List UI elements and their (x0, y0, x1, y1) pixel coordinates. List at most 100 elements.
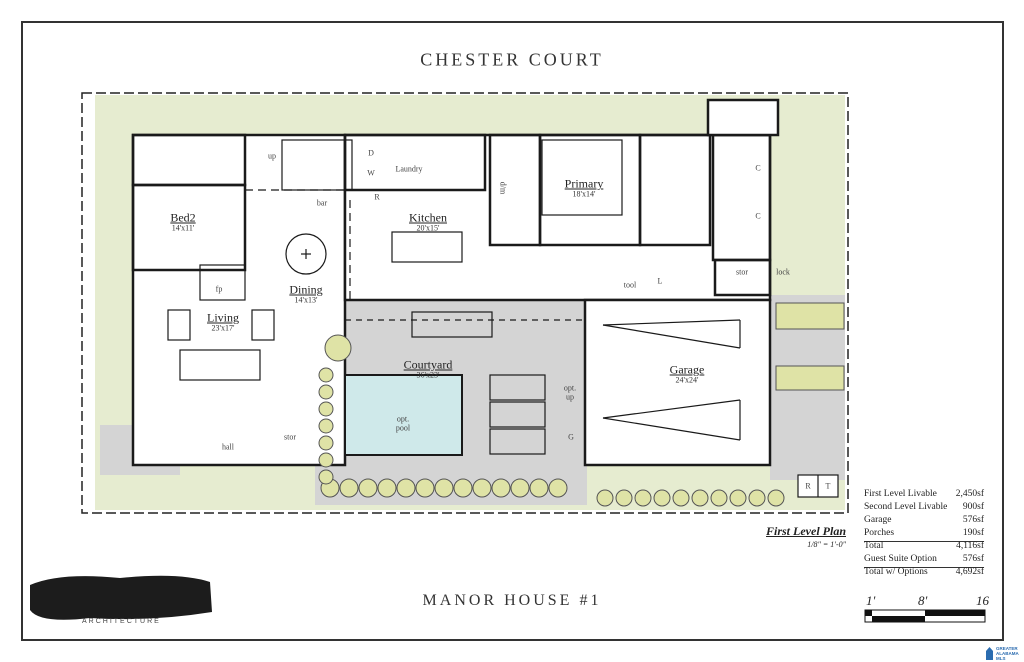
shrub (318, 435, 334, 451)
label-l: L (657, 276, 663, 286)
shrub (596, 489, 614, 507)
sheet-border (21, 21, 1004, 641)
room-label-courtyard: Courtyard (403, 357, 453, 372)
plan-subtitle: MANOR HOUSE #1 (422, 592, 602, 609)
mls-logo-text: GREATER ALABAMA MLS (996, 646, 1019, 661)
label-stair-up: up (268, 151, 276, 161)
area-label: Second Level Livable (864, 502, 948, 512)
shrub (396, 478, 416, 498)
shrub (377, 478, 397, 498)
label-storage-right: stor (736, 267, 748, 277)
shrub-row (318, 334, 785, 507)
label-g: G (568, 432, 574, 442)
shrub (529, 478, 549, 498)
area-row: Second Level Livable 900sf (864, 502, 984, 515)
room-label-primary: Primary (564, 176, 604, 191)
room-dim-primary: 18'x14' (572, 189, 596, 199)
scale-bar (864, 609, 986, 623)
room-dim-garage: 24'x24' (675, 375, 699, 385)
shrub (653, 489, 671, 507)
pool (344, 374, 463, 456)
label-washer: W (367, 168, 375, 178)
area-label: Garage (864, 515, 892, 525)
shrub (324, 334, 352, 362)
area-row: Porches 190sf (864, 528, 984, 542)
room-dim-bed2: 14'x11' (171, 223, 195, 233)
area-label: Porches (864, 528, 895, 538)
room-label-garage: Garage (669, 362, 705, 377)
shrub (691, 489, 709, 507)
mls-logo: GREATER ALABAMA MLS (985, 646, 1024, 661)
label-opt-up-1: opt. (563, 383, 577, 393)
shrub (672, 489, 690, 507)
scale-label-16: 16 (976, 593, 989, 608)
room-label-kitchen: Kitchen (409, 210, 447, 225)
shrub (491, 478, 511, 498)
firm-logo-text: ARCHITECTURE (82, 618, 161, 625)
label-pool-2: pool (395, 423, 411, 433)
shrub (339, 478, 359, 498)
scale-label-1: 1' (866, 593, 876, 608)
label-dryer: D (368, 148, 374, 158)
area-value: 4,116sf (956, 541, 984, 551)
label-lock: lock (776, 267, 790, 277)
shrub (318, 367, 334, 383)
room-label-dining: Dining (289, 282, 323, 297)
shrub (318, 401, 334, 417)
area-value: 576sf (962, 554, 984, 564)
room-dim-living: 23'x17' (211, 323, 235, 333)
label-tool: tool (623, 280, 637, 290)
interior-details (167, 139, 839, 498)
area-row: Garage 576sf (864, 515, 984, 528)
label-bar: bar (316, 198, 328, 208)
shrub (510, 478, 530, 498)
label-storage-left: stor (284, 432, 296, 442)
shrub (634, 489, 652, 507)
area-value: 576sf (962, 515, 984, 525)
label-dm: d/m (498, 181, 508, 195)
shrub (453, 478, 473, 498)
shrub (318, 452, 334, 468)
area-value: 190sf (962, 528, 984, 538)
shrub (358, 478, 378, 498)
room-label-living: Living (207, 310, 239, 325)
redacted-logo (30, 575, 212, 620)
shrub (434, 478, 454, 498)
drawing-title: CHESTER COURT (420, 49, 604, 70)
shrub (615, 489, 633, 507)
property-line (81, 92, 849, 514)
room-dim-courtyard: 36'x23' (416, 370, 440, 380)
room-dim-dining: 14'x13' (294, 295, 318, 305)
shrub (710, 489, 728, 507)
mls-building-icon (986, 647, 993, 660)
shrub (729, 489, 747, 507)
label-fridge: R (374, 192, 380, 202)
label-closet-1: C (755, 163, 761, 173)
area-label: First Level Livable (864, 489, 937, 499)
label-pool-1: opt. (396, 414, 410, 424)
shrub (748, 489, 766, 507)
shrub (318, 384, 334, 400)
label-t: T (825, 481, 831, 491)
area-value: 900sf (962, 502, 984, 512)
area-row: Total w/ Options 4,692sf (864, 567, 984, 580)
area-value: 2,450sf (955, 489, 984, 499)
shrub (472, 478, 492, 498)
area-row: First Level Livable 2,450sf (864, 489, 984, 502)
label-laundry: Laundry (395, 164, 423, 174)
room-label-bed2: Bed2 (170, 210, 196, 225)
planter (775, 302, 845, 330)
area-label: Guest Suite Option (864, 554, 937, 564)
label-opt-up-2: up (566, 392, 574, 402)
room-dim-kitchen: 20'x15' (416, 223, 440, 233)
label-fireplace: fp (215, 284, 223, 294)
area-value: 4,692sf (955, 567, 984, 577)
shrub (318, 469, 334, 485)
scale-label-8: 8' (918, 593, 928, 608)
plan-name: First Level Plan (766, 524, 846, 538)
shrub (548, 478, 568, 498)
area-row: Guest Suite Option 576sf (864, 554, 984, 568)
area-label: Total w/ Options (864, 567, 928, 577)
